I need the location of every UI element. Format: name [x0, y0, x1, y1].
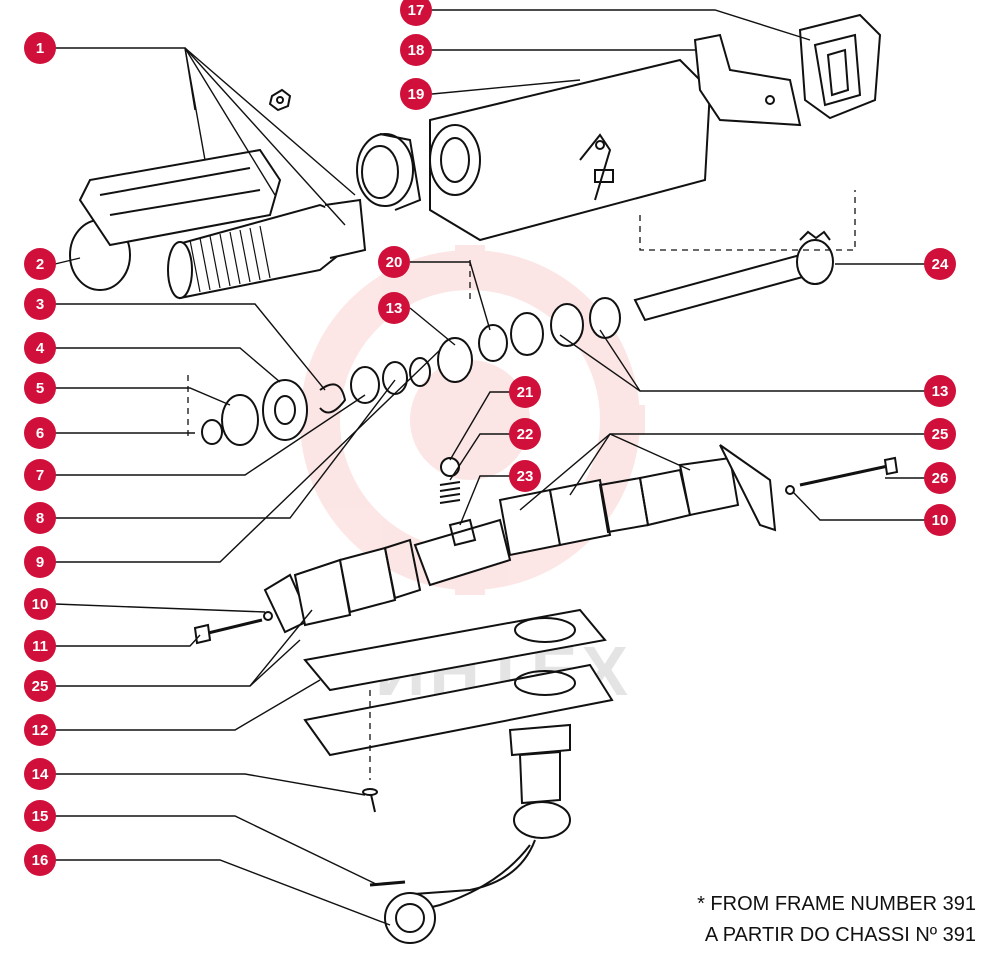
callout-3-label: 3 — [36, 296, 44, 313]
callout-7: 7 — [24, 459, 56, 491]
callout-25-left-label: 25 — [32, 678, 49, 695]
callout-10-right-label: 10 — [932, 512, 949, 529]
callout-20-label: 20 — [386, 254, 403, 271]
callout-13-right-label: 13 — [932, 383, 949, 400]
mounting-plates-drawing — [303, 608, 614, 757]
cable-gland-drawing — [369, 723, 571, 944]
callout-6: 6 — [24, 417, 56, 449]
washer-row-drawing — [201, 297, 621, 446]
guide-lines — [187, 190, 856, 780]
callout-13-right: 13 — [924, 375, 956, 407]
callout-1-label: 1 — [36, 40, 44, 57]
callout-13-upper: 13 — [378, 292, 410, 324]
screws-drawing — [193, 456, 899, 813]
detent-parts-drawing — [439, 457, 461, 504]
callout-14-label: 14 — [32, 766, 49, 783]
callout-9: 9 — [24, 546, 56, 578]
frame-number-note-pt: A PARTIR DO CHASSI Nº 391 — [704, 924, 976, 946]
callout-5-label: 5 — [36, 380, 44, 397]
callout-10-left-label: 10 — [32, 596, 49, 613]
callout-10-right: 10 — [924, 504, 956, 536]
callout-2: 2 — [24, 248, 56, 280]
callout-2-label: 2 — [36, 256, 44, 273]
handle-assembly-drawing — [69, 148, 367, 300]
callout-19: 19 — [400, 78, 432, 110]
callout-4-label: 4 — [36, 340, 45, 357]
callout-15-label: 15 — [32, 808, 49, 825]
callout-8: 8 — [24, 502, 56, 534]
callout-18-label: 18 — [408, 42, 425, 59]
callout-22-label: 22 — [517, 426, 534, 443]
rubber-boot-drawing — [798, 13, 882, 120]
callout-21-label: 21 — [517, 384, 534, 401]
callout-3: 3 — [24, 288, 56, 320]
callout-17-label: 17 — [408, 2, 425, 19]
callout-17: 17 — [400, 0, 432, 26]
callout-23-label: 23 — [517, 468, 534, 485]
callout-24: 24 — [924, 248, 956, 280]
part-drawings — [69, 13, 899, 944]
callout-25-right: 25 — [924, 418, 956, 450]
callout-9-label: 9 — [36, 554, 44, 571]
frame-number-note-en: * FROM FRAME NUMBER 391 — [697, 893, 976, 915]
sleeve-ring-drawing — [356, 133, 422, 211]
callout-14: 14 — [24, 758, 56, 790]
callout-22: 22 — [509, 418, 541, 450]
callout-7-label: 7 — [36, 467, 44, 484]
shaft-drawing — [633, 230, 834, 322]
callout-26-label: 26 — [932, 470, 949, 487]
callout-5: 5 — [24, 372, 56, 404]
callout-4: 4 — [24, 332, 56, 364]
callout-25-right-label: 25 — [932, 426, 949, 443]
callout-11-label: 11 — [32, 638, 48, 655]
callout-24-label: 24 — [932, 256, 949, 273]
callouts: 1 2 3 4 5 6 7 8 9 10 11 25 12 14 15 16 1… — [24, 0, 956, 876]
callout-18: 18 — [400, 34, 432, 66]
callout-16: 16 — [24, 844, 56, 876]
callout-8-label: 8 — [36, 510, 44, 527]
callout-20: 20 — [378, 246, 410, 278]
callout-26: 26 — [924, 462, 956, 494]
callout-11: 11 — [24, 630, 56, 662]
callout-6-label: 6 — [36, 425, 44, 442]
callout-10-left: 10 — [24, 588, 56, 620]
bracket-drawing — [693, 33, 802, 127]
callout-15: 15 — [24, 800, 56, 832]
nut-drawing — [268, 88, 292, 112]
callout-13-upper-label: 13 — [386, 300, 403, 317]
callout-1: 1 — [24, 32, 56, 64]
callout-16-label: 16 — [32, 852, 49, 869]
callout-19-label: 19 — [408, 86, 425, 103]
switch-block-drawing — [263, 444, 777, 634]
callout-21: 21 — [509, 376, 541, 408]
callout-25-left: 25 — [24, 670, 56, 702]
housing-drawing — [429, 58, 712, 242]
callout-12-label: 12 — [32, 722, 49, 739]
callout-12: 12 — [24, 714, 56, 746]
callout-23: 23 — [509, 460, 541, 492]
